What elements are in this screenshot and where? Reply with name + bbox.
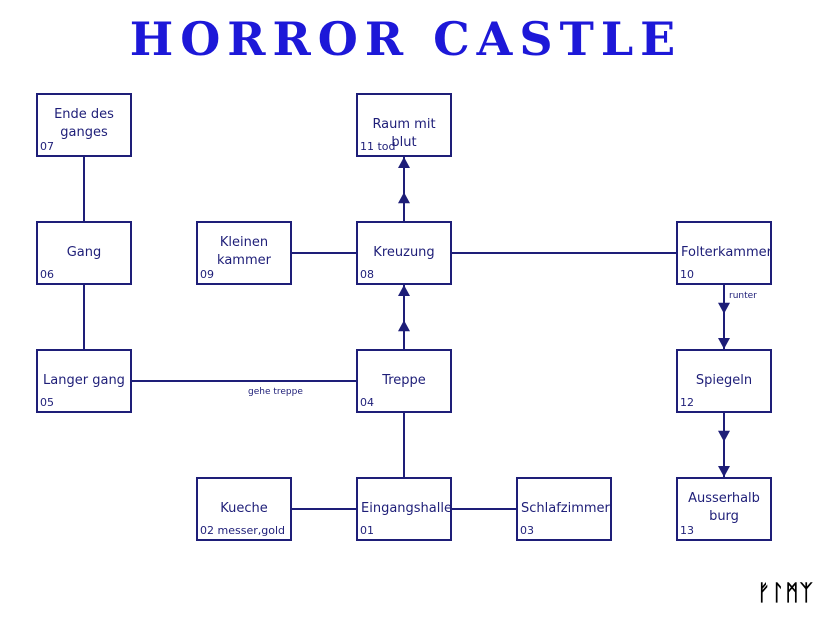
room-name: Kueche — [220, 501, 268, 516]
room-name: Treppe — [382, 373, 426, 388]
room-name: Kreuzung — [373, 245, 435, 260]
room-number: 04 — [360, 396, 374, 409]
room-number: 03 — [520, 524, 534, 537]
room-10: Folterkammer 10 — [676, 221, 772, 285]
room-number: 01 — [360, 524, 374, 537]
room-name: Ausserhalb burg — [688, 491, 760, 524]
room-04: Treppe 04 — [356, 349, 452, 413]
room-number: 11 tod — [360, 140, 396, 153]
arrow-head — [398, 192, 410, 204]
room-name: Spiegeln — [695, 373, 753, 388]
room-number: 09 — [200, 268, 214, 281]
arrow-head — [398, 320, 410, 332]
edge-label: gehe treppe — [248, 387, 303, 397]
signature-runes: ᚠᛚᛗᛉ — [757, 581, 814, 606]
room-01: Eingangshalle 01 — [356, 477, 452, 541]
room-name: Ende des ganges — [54, 107, 114, 140]
room-number: 07 — [40, 140, 54, 153]
arrow-head — [718, 338, 730, 349]
room-name: Raum mit blut — [372, 117, 436, 150]
room-05: Langer gang 05 — [36, 349, 132, 413]
diagram-title: HORROR CASTLE — [129, 12, 683, 66]
room-name: Gang — [66, 245, 102, 260]
arrow-head — [718, 430, 730, 442]
room-06: Gang 06 — [36, 221, 132, 285]
room-number: 06 — [40, 268, 54, 281]
room-02: Kueche 02 messer,gold — [196, 477, 292, 541]
arrow-head — [398, 157, 410, 168]
room-name: Folterkammer — [681, 245, 772, 260]
room-08: Kreuzung 08 — [356, 221, 452, 285]
arrow-head — [718, 466, 730, 477]
room-03: Schlafzimmer 03 — [516, 477, 612, 541]
edge-label: runter — [729, 291, 757, 301]
room-name: Eingangshalle — [361, 501, 452, 516]
room-number: 08 — [360, 268, 374, 281]
room-number: 10 — [680, 268, 694, 281]
room-name: Kleinen kammer — [217, 235, 271, 268]
room-number: 13 — [680, 524, 694, 537]
arrow-head — [398, 285, 410, 296]
room-number: 05 — [40, 396, 54, 409]
arrow-head — [718, 302, 730, 314]
room-number: 02 messer,gold — [200, 524, 285, 537]
room-name: Langer gang — [43, 373, 125, 388]
room-number: 12 — [680, 396, 694, 409]
room-name: Schlafzimmer — [521, 501, 610, 516]
